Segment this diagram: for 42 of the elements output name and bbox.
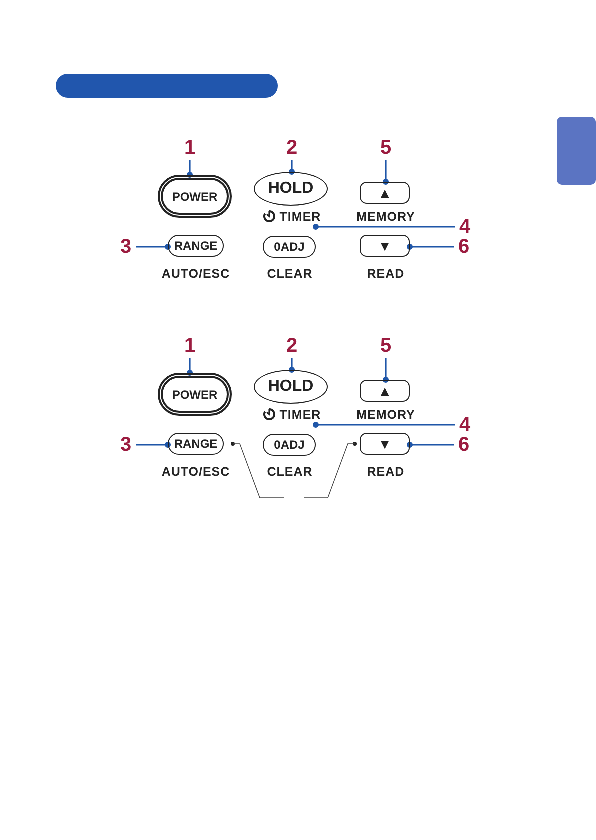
button-caption: TIMER — [280, 408, 322, 422]
leader-line — [313, 422, 455, 428]
key-button: ▲ — [360, 380, 410, 402]
leader-line — [383, 160, 389, 185]
button-caption: AUTO/ESC — [162, 465, 230, 479]
button-caption: TIMER — [280, 210, 322, 224]
leader-line — [383, 358, 389, 383]
key-button: ▼ — [360, 235, 410, 257]
key-button: ▲ — [360, 182, 410, 204]
key-button: 0ADJ — [263, 434, 316, 456]
leader-line — [289, 358, 295, 373]
callout-number: 1 — [180, 334, 200, 358]
callout-number: 2 — [282, 136, 302, 160]
key-button: RANGE — [168, 235, 224, 257]
button-caption: AUTO/ESC — [162, 267, 230, 281]
key-button: RANGE — [168, 433, 224, 455]
key-button: POWER — [158, 373, 232, 416]
key-button: 0ADJ — [263, 236, 316, 258]
key-button: ▼ — [360, 433, 410, 455]
leader-line — [313, 224, 455, 230]
callout-number: 3 — [116, 433, 136, 457]
button-caption: CLEAR — [267, 465, 313, 479]
button-caption: MEMORY — [356, 210, 416, 224]
button-caption: READ — [367, 267, 405, 281]
callout-number: 5 — [376, 334, 396, 358]
callout-number: 2 — [282, 334, 302, 358]
leader-line — [289, 160, 295, 175]
leader-line — [136, 244, 171, 250]
callout-number: 5 — [376, 136, 396, 160]
key-button: HOLD — [254, 370, 328, 404]
leader-line — [187, 160, 193, 178]
leader-line — [187, 358, 193, 376]
leader-line — [136, 442, 171, 448]
button-caption: CLEAR — [267, 267, 313, 281]
callout-number: 3 — [116, 235, 136, 259]
key-button: POWER — [158, 175, 232, 218]
button-caption: MEMORY — [356, 408, 416, 422]
button-caption: READ — [367, 465, 405, 479]
leader-line — [407, 244, 454, 250]
callout-number: 1 — [180, 136, 200, 160]
key-button: HOLD — [254, 172, 328, 206]
leader-line — [407, 442, 454, 448]
